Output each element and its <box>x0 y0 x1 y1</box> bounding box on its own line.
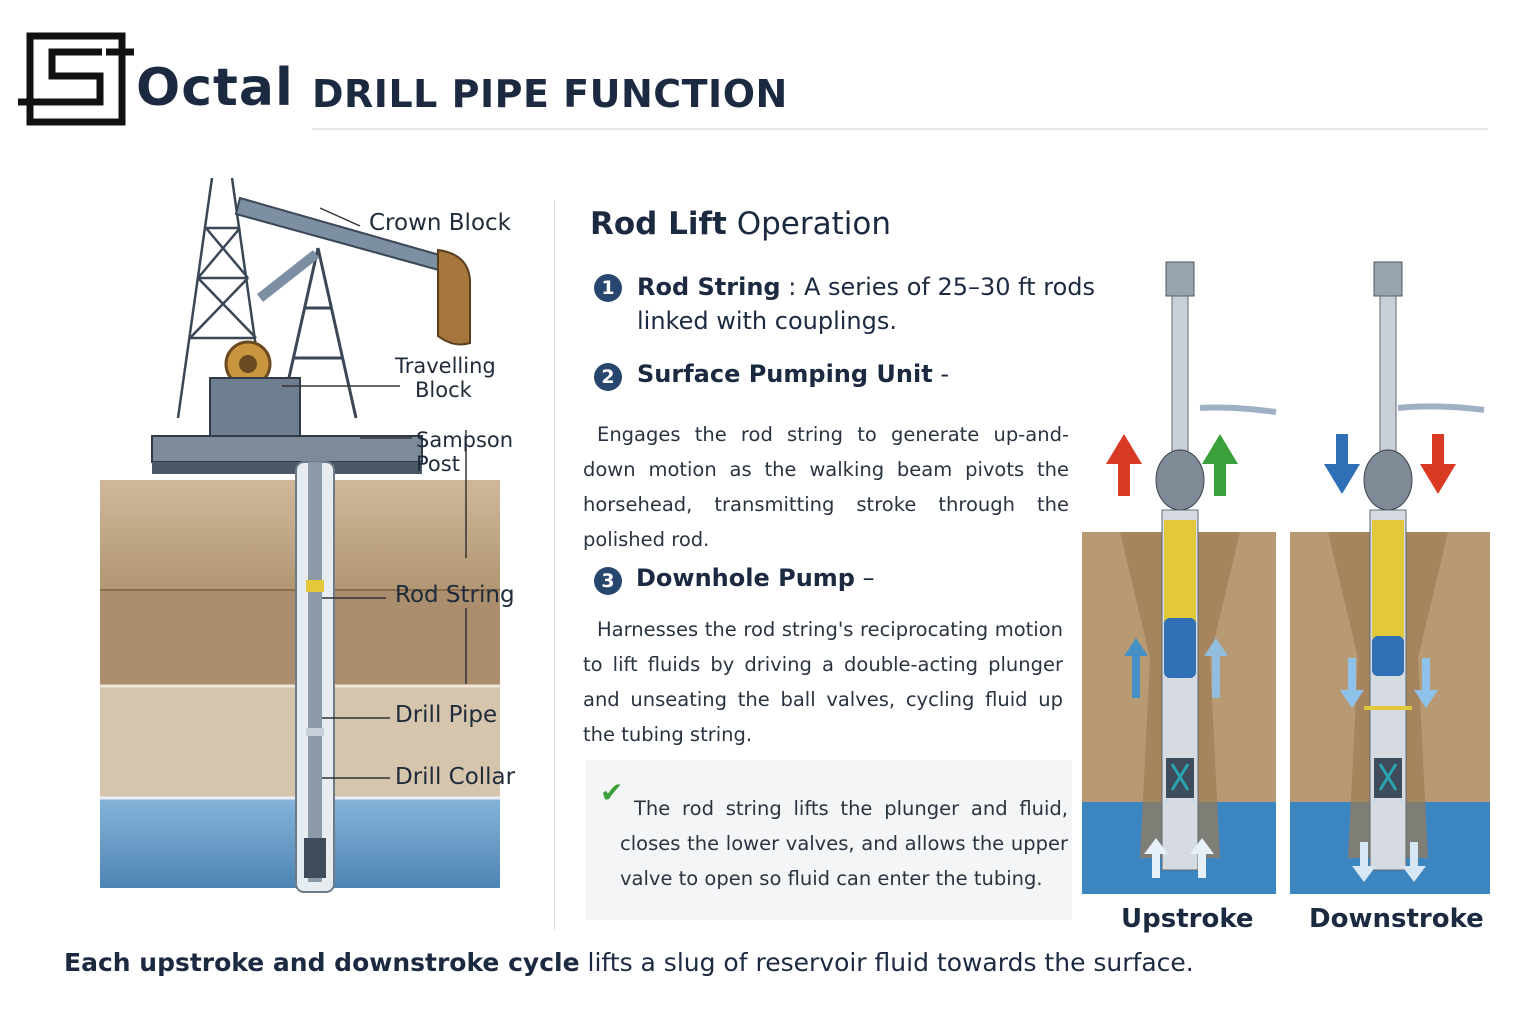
item-downhole-pump: Downhole Pump – <box>636 564 875 592</box>
footer-rest: lifts a slug of reservoir fluid towards … <box>579 948 1194 977</box>
label-crown-block: Crown Block <box>369 210 511 236</box>
item-sep: – <box>854 564 875 592</box>
up-arrow-icon <box>1106 434 1142 496</box>
section-title: Rod Lift Operation <box>590 206 891 242</box>
label-sampson-line1: Sampson <box>416 428 514 452</box>
label-travelling-block: Travelling Block <box>395 354 496 402</box>
item-surface-pumping-unit: Surface Pumping Unit - <box>637 360 949 388</box>
item-sep: : <box>780 273 804 301</box>
item-body: Engages the rod string to generate up-an… <box>583 423 1069 551</box>
label-sampson-post: Sampson Post <box>416 428 513 476</box>
item-rod-string: Rod String : A series of 25–30 ft rods l… <box>637 270 1107 338</box>
item-body: Harnesses the rod string's reciprocating… <box>583 618 1063 746</box>
section-title-rest: Operation <box>726 206 891 242</box>
note-text: The rod string lifts the plunger and flu… <box>620 797 1068 890</box>
label-travelling-line2: Block <box>415 378 472 402</box>
section-title-bold: Rod Lift <box>590 206 727 242</box>
footer-bold: Each upstroke and downstroke cycle <box>64 948 580 977</box>
label-rod-string: Rod String <box>395 582 515 608</box>
brand-name: Octal <box>136 58 294 118</box>
item-head: Rod String <box>637 273 781 301</box>
page-title: DRILL PIPE FUNCTION <box>312 72 788 116</box>
item-number-badge: 3 <box>594 567 622 595</box>
item-number-badge: 1 <box>594 274 622 302</box>
title-divider <box>312 128 1488 130</box>
label-sampson-line2: Post <box>416 452 460 476</box>
downstroke-pump-diagram <box>1290 261 1490 894</box>
pumping-rig-illustration <box>100 177 500 893</box>
label-travelling-line1: Travelling <box>395 354 496 378</box>
upstroke-caption: Upstroke <box>1121 904 1254 934</box>
column-divider <box>554 200 555 930</box>
label-drill-collar: Drill Collar <box>395 764 516 790</box>
down-arrow-icon <box>1324 434 1360 494</box>
note-box <box>586 760 1072 920</box>
item-text: A series of 25–30 ft rods <box>803 273 1095 301</box>
item-sep: - <box>932 360 949 388</box>
upstroke-pump-diagram <box>1082 261 1277 894</box>
item-number-badge: 2 <box>594 363 622 391</box>
octal-logo-icon <box>18 32 134 126</box>
item-text-line2: linked with couplings. <box>637 307 898 335</box>
footer-summary: Each upstroke and downstroke cycle lifts… <box>64 948 1194 977</box>
up-arrow-icon <box>1202 434 1238 496</box>
check-icon: ✔ <box>600 776 624 809</box>
item-head: Surface Pumping Unit <box>637 360 933 388</box>
item-head: Downhole Pump <box>636 564 855 592</box>
downstroke-caption: Downstroke <box>1309 904 1484 934</box>
label-drill-pipe: Drill Pipe <box>395 702 498 728</box>
down-arrow-icon <box>1420 434 1456 494</box>
